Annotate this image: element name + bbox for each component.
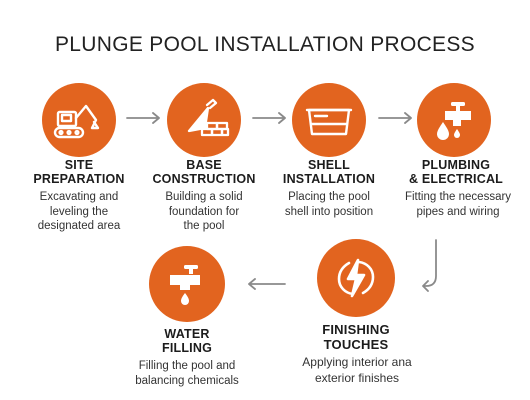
step-description: Fitting the necessary pipes and wiring — [404, 191, 512, 218]
pool-shell-icon — [305, 108, 353, 136]
step-title: PLUMBING & ELECTRICAL — [408, 158, 504, 186]
step-description: Building a solid foundation for the pool — [165, 191, 243, 232]
trowel-bricks-icon — [187, 98, 230, 137]
step-description: Filling the pool and balancing chemicals — [135, 360, 239, 387]
arrow-right-icon — [126, 112, 160, 124]
step-description: Excavating and leveling the designated a… — [37, 191, 121, 232]
step-title: SITE PREPARATION — [33, 158, 125, 186]
step-description: Applying interior ana exterior finishes — [302, 355, 412, 385]
step-title: FINISHING TOUCHES — [322, 322, 390, 352]
excavator-icon — [53, 104, 100, 139]
step-title: BASE CONSTRUCTION — [152, 158, 256, 186]
faucet-drop-icon — [437, 102, 471, 140]
step-site-preparation-circle — [42, 83, 116, 157]
step-shell-installation-circle — [292, 83, 366, 157]
arrow-curve-down-icon — [422, 239, 437, 292]
step-title: SHELL INSTALLATION — [282, 158, 376, 186]
step-base-construction-circle — [167, 83, 241, 157]
tap-water-icon — [170, 265, 200, 305]
step-plumbing-electrical-circle — [417, 83, 491, 157]
diagram-title: PLUNGE POOL INSTALLATION PROCESS — [55, 33, 475, 56]
lightning-icon — [337, 258, 375, 298]
step-finishing-touches-circle — [317, 239, 395, 317]
step-description: Placing the pool shell into position — [284, 191, 374, 218]
arrow-right-icon — [378, 112, 412, 124]
step-water-filling-circle — [149, 246, 225, 322]
step-title: WATER FILLING — [161, 327, 212, 355]
arrow-left-icon — [248, 278, 286, 290]
arrow-right-icon — [252, 112, 286, 124]
